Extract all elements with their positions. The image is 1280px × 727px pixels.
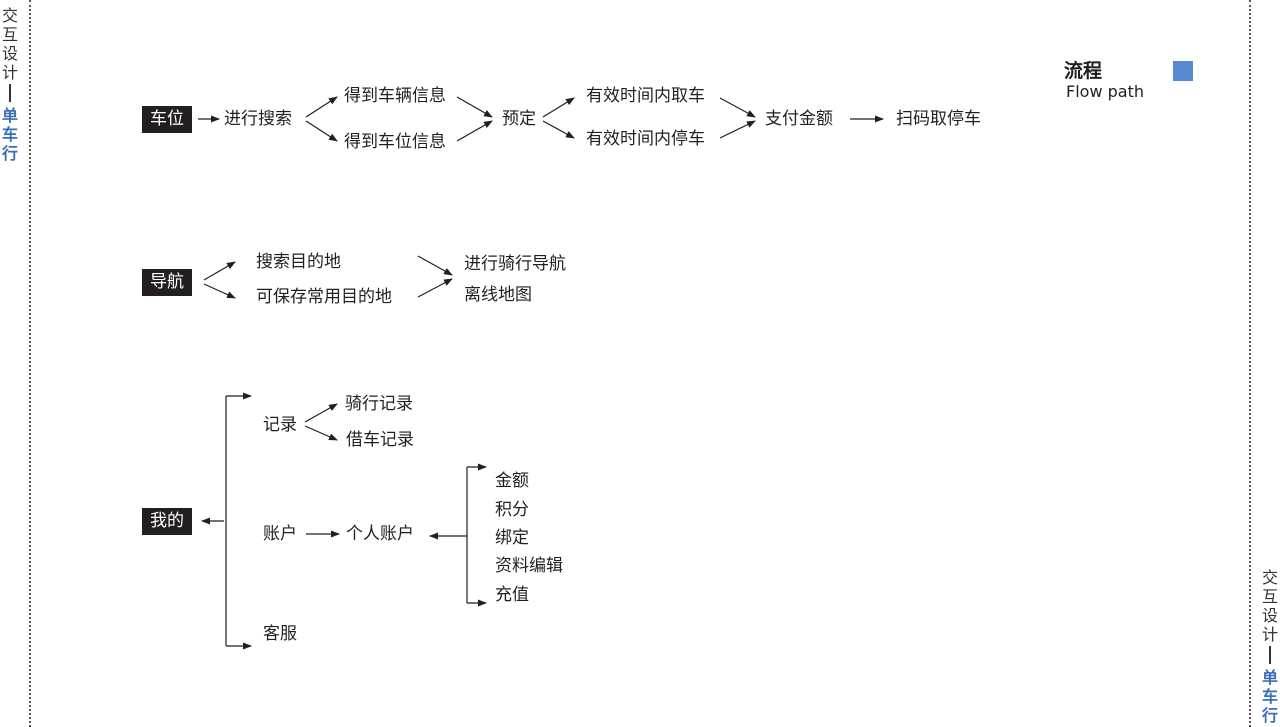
side-char: 交 bbox=[1261, 568, 1278, 587]
arrow-search-spot bbox=[305, 120, 338, 142]
node-service: 客服 bbox=[263, 624, 297, 644]
accent-square bbox=[1173, 61, 1193, 81]
node-scan: 扫码取停车 bbox=[896, 109, 981, 129]
arrow-reserve-park bbox=[542, 120, 575, 139]
arrow-records-rent bbox=[304, 425, 338, 441]
node-profile-edit: 资料编辑 bbox=[495, 556, 563, 576]
arrow-to-ridenav bbox=[417, 255, 453, 276]
arrow-nav-search bbox=[203, 261, 236, 281]
arrow-to-offline bbox=[417, 278, 453, 298]
node-saved-dest: 可保存常用目的地 bbox=[256, 287, 392, 307]
side-char: 单 bbox=[1261, 668, 1278, 687]
side-char: 行 bbox=[1261, 706, 1278, 725]
side-divider bbox=[9, 84, 11, 102]
node-parking: 车位 bbox=[142, 106, 192, 133]
node-pay: 支付金额 bbox=[765, 109, 833, 129]
node-search: 进行搜索 bbox=[224, 109, 292, 129]
side-char: 车 bbox=[1261, 687, 1278, 706]
arrow-spot-reserve bbox=[456, 120, 493, 142]
left-side-label: 交 互 设 计 单 车 行 bbox=[0, 6, 20, 163]
side-char: 行 bbox=[1, 144, 18, 163]
side-char: 互 bbox=[1261, 587, 1278, 606]
right-side-label: 交 互 设 计 单 车 行 bbox=[1260, 568, 1280, 725]
right-dotted-border bbox=[1249, 0, 1251, 727]
node-binding: 绑定 bbox=[495, 528, 529, 548]
side-char: 设 bbox=[1261, 606, 1278, 625]
arrow-park-pay bbox=[719, 120, 756, 139]
arrow-vehicle-reserve bbox=[456, 96, 493, 118]
node-reserve: 预定 bbox=[502, 109, 536, 129]
node-account: 账户 bbox=[263, 524, 297, 544]
side-char: 互 bbox=[1, 25, 18, 44]
node-records: 记录 bbox=[263, 415, 297, 435]
node-recharge: 充值 bbox=[495, 585, 529, 605]
side-char: 设 bbox=[1, 44, 18, 63]
node-amount: 金额 bbox=[495, 471, 529, 491]
node-navigation: 导航 bbox=[142, 269, 192, 296]
page-subtitle: Flow path bbox=[1066, 82, 1144, 101]
node-vehicle-info: 得到车辆信息 bbox=[344, 86, 446, 106]
node-offline-map: 离线地图 bbox=[464, 285, 532, 305]
node-ride-records: 骑行记录 bbox=[345, 394, 413, 414]
node-personal-account: 个人账户 bbox=[346, 524, 414, 544]
node-spot-info: 得到车位信息 bbox=[344, 132, 446, 152]
node-mine: 我的 bbox=[142, 508, 192, 535]
left-dotted-border bbox=[29, 0, 31, 727]
node-park: 有效时间内停车 bbox=[586, 129, 705, 149]
node-search-dest: 搜索目的地 bbox=[256, 252, 341, 272]
side-char: 车 bbox=[1, 125, 18, 144]
arrow-reserve-pickup bbox=[542, 97, 575, 118]
arrow-nav-saved bbox=[203, 283, 236, 299]
page-title: 流程 bbox=[1064, 60, 1103, 82]
arrow-pickup-pay bbox=[719, 97, 756, 118]
side-char: 单 bbox=[1, 106, 18, 125]
side-char: 计 bbox=[1, 63, 18, 82]
arrow-records-ride bbox=[304, 403, 338, 423]
side-char: 计 bbox=[1261, 625, 1278, 644]
node-points: 积分 bbox=[495, 500, 529, 520]
node-rent-records: 借车记录 bbox=[346, 430, 414, 450]
node-pickup: 有效时间内取车 bbox=[586, 86, 705, 106]
node-ride-nav: 进行骑行导航 bbox=[464, 254, 566, 274]
side-char: 交 bbox=[1, 6, 18, 25]
arrow-search-vehicle bbox=[305, 96, 338, 118]
side-divider bbox=[1269, 646, 1271, 664]
